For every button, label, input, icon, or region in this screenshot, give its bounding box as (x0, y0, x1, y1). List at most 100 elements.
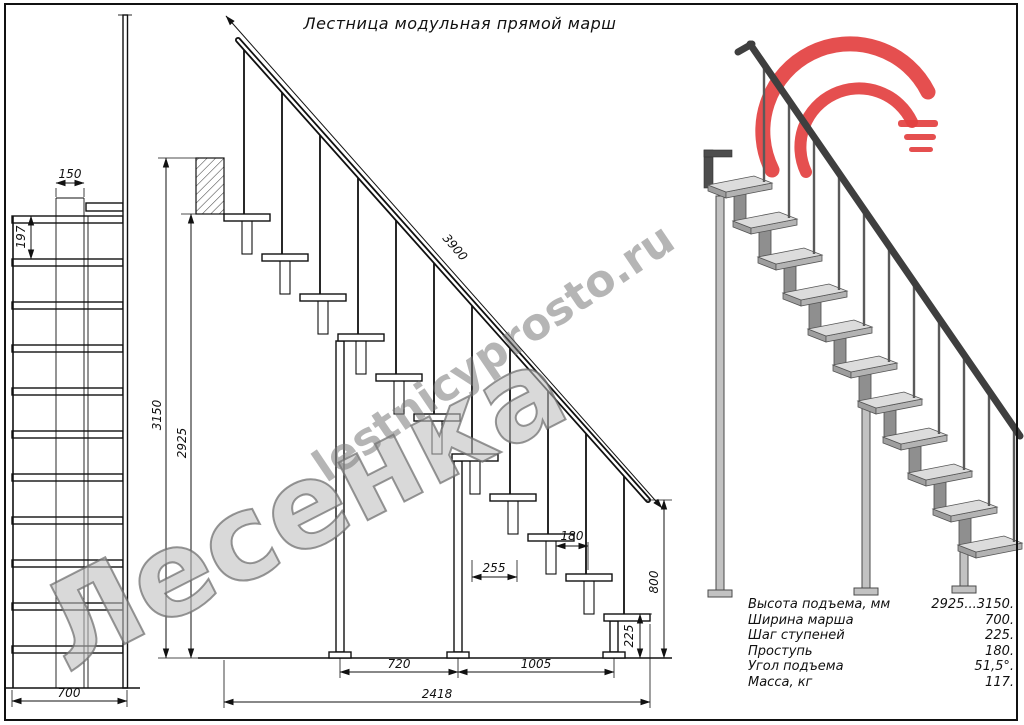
front-step (11, 344, 124, 353)
spec-value: 51,5°. (974, 659, 1014, 675)
dim-label-3150: 3150 (150, 399, 164, 430)
iso-tread-top (731, 211, 799, 229)
spec-table: Высота подъема, мм 2925...3150. Ширина м… (748, 597, 1014, 691)
spec-value: 180. (985, 643, 1014, 659)
spec-row-height: Высота подъема, мм 2925...3150. (748, 597, 1014, 613)
front-step (11, 301, 124, 310)
side-view: 3900 3150 2925 180 255 225 800 720 (150, 15, 672, 708)
side-module (431, 419, 443, 455)
dim-label-1005: 1005 (521, 657, 552, 671)
front-rail-bracket (85, 202, 124, 212)
base-plate-3 (602, 651, 626, 659)
side-tread (413, 413, 461, 422)
front-step (11, 602, 124, 611)
dim-label-150: 150 (59, 167, 82, 181)
spec-label: Шаг ступеней (748, 628, 845, 644)
side-tread (337, 333, 385, 342)
dim-line-3900 (225, 15, 663, 509)
dim-label-197: 197 (14, 225, 28, 248)
dim-label-255: 255 (483, 561, 506, 575)
front-view: 150 197 700 (5, 14, 140, 707)
iso-tread-top (706, 175, 774, 193)
wall-block (195, 157, 225, 215)
iso-tread-top (956, 535, 1024, 553)
front-step (11, 215, 124, 224)
dim-label-180: 180 (561, 529, 584, 543)
front-step (11, 430, 124, 439)
dim-label-700: 700 (58, 686, 81, 700)
spec-label: Угол подъема (748, 659, 844, 675)
side-module (393, 379, 405, 415)
support-pole-2 (453, 460, 463, 653)
spec-row-width: Ширина марша 700. (748, 613, 1014, 629)
support-pole-1 (335, 340, 345, 653)
side-tread (565, 573, 613, 582)
dim-label-2418: 2418 (422, 687, 453, 701)
iso-tread-top (831, 355, 899, 373)
logo-inner-arc (794, 82, 918, 178)
spec-label: Высота подъема, мм (748, 597, 891, 612)
side-tread (451, 453, 499, 462)
iso-view (703, 36, 1024, 598)
iso-base-plate-2 (853, 587, 879, 596)
iso-pole-2 (861, 407, 871, 593)
spec-value: 2925...3150. (931, 597, 1014, 612)
dim-label-800: 800 (647, 570, 661, 593)
side-tread (261, 253, 309, 262)
side-module (583, 579, 595, 615)
iso-handrail (746, 40, 1024, 440)
side-tread (603, 613, 651, 622)
iso-pole-3 (959, 551, 969, 591)
iso-tread-top (781, 283, 849, 301)
spec-label: Масса, кг (748, 674, 813, 690)
side-module (355, 339, 367, 375)
dim-label-720: 720 (388, 657, 411, 671)
spec-value: 225. (985, 628, 1014, 644)
front-step (11, 387, 124, 396)
front-step (11, 645, 124, 654)
side-tread (223, 213, 271, 222)
spec-row-tread: Проступь 180. (748, 644, 1014, 660)
base-plate-1 (328, 651, 352, 659)
spec-value: 700. (985, 612, 1014, 628)
side-tread (299, 293, 347, 302)
side-module (279, 259, 291, 295)
side-tread (527, 533, 575, 542)
front-step (11, 516, 124, 525)
logo-stripe-3 (909, 147, 933, 152)
spec-row-angle: Угол подъема 51,5°. (748, 659, 1014, 675)
dim-label-3900: 3900 (440, 231, 471, 264)
iso-tread-top (906, 463, 974, 481)
side-module (317, 299, 329, 335)
front-step (11, 258, 124, 267)
support-pole-3 (609, 620, 619, 653)
spec-row-mass: Масса, кг 117. (748, 675, 1014, 691)
front-handrail-pole (122, 14, 129, 689)
side-tread (375, 373, 423, 382)
base-plate-2 (446, 651, 470, 659)
spec-label: Проступь (748, 643, 813, 659)
side-module (469, 459, 481, 495)
dim-label-2925: 2925 (175, 428, 189, 459)
spec-row-step: Шаг ступеней 225. (748, 628, 1014, 644)
iso-balusters (762, 64, 1016, 542)
iso-tread-top (806, 319, 874, 337)
dim-label-225: 225 (622, 625, 636, 648)
logo-stripe-1 (898, 120, 938, 127)
side-module (507, 499, 519, 535)
side-module (545, 539, 557, 575)
side-module (241, 219, 253, 255)
front-step (11, 473, 124, 482)
drawing-title: Лестница модульная прямой марш (303, 14, 617, 33)
iso-tread-top (856, 391, 924, 409)
iso-tread-top (931, 499, 999, 517)
front-view-steps (11, 215, 124, 654)
spec-label: Ширина марша (748, 612, 854, 628)
iso-tread-top (756, 247, 824, 265)
iso-pole-1 (715, 195, 725, 595)
side-tread (489, 493, 537, 502)
iso-base-plate-3 (951, 585, 977, 594)
spec-value: 117. (985, 674, 1014, 690)
